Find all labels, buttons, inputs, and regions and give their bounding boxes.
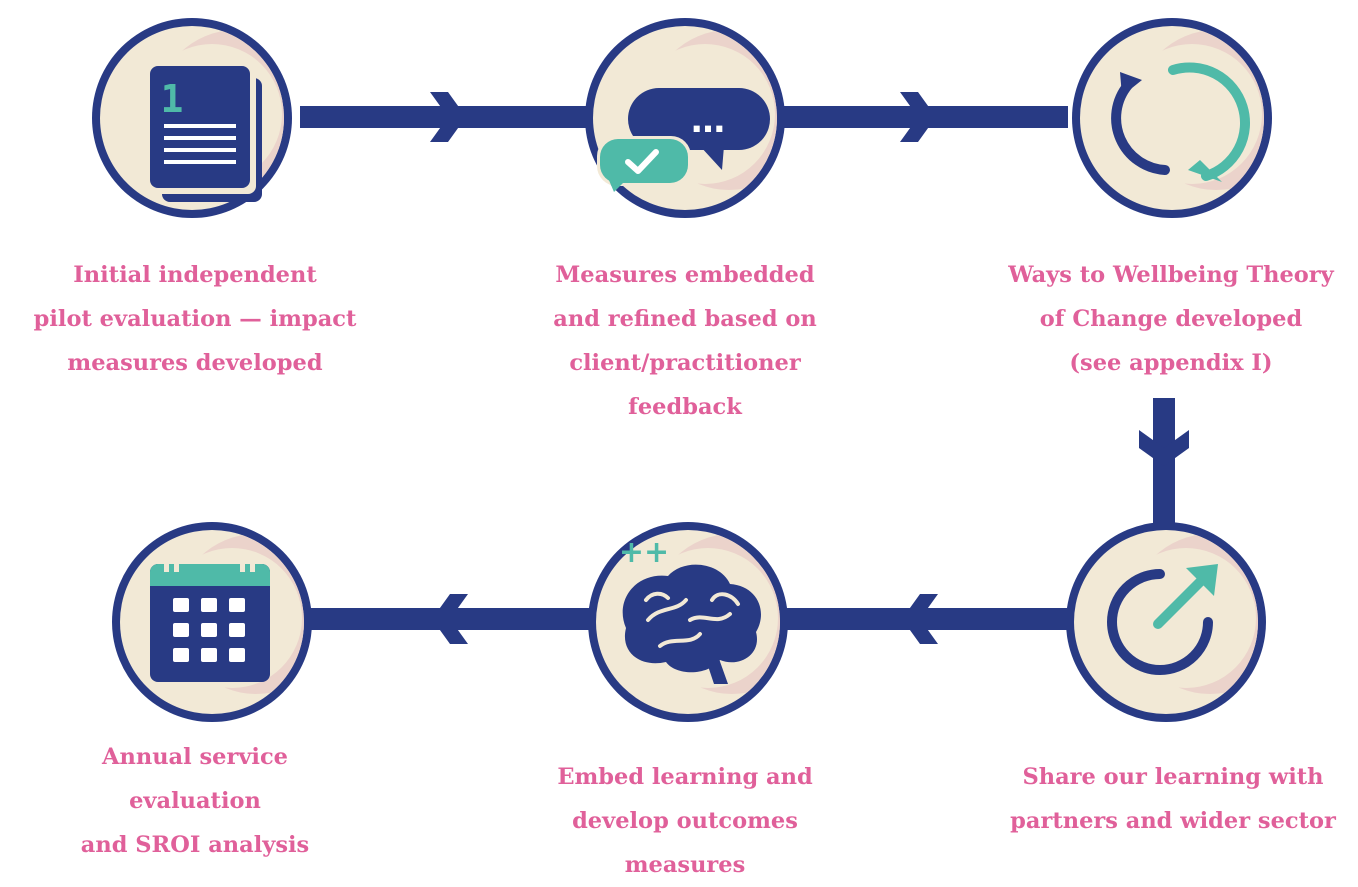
step-6-node	[112, 522, 312, 722]
chat-ellipsis: …	[691, 101, 725, 141]
caption-line: Share our learning with	[1022, 764, 1324, 790]
caption-line: Annual service	[102, 744, 288, 770]
step-1-caption: Initial independent pilot evaluation — i…	[30, 253, 360, 385]
chat-bubbles-icon: …	[597, 88, 770, 192]
caption-line: Embed learning and	[557, 764, 813, 790]
caption-line: Initial independent	[73, 262, 317, 288]
calendar-icon	[150, 552, 270, 682]
step-1-node: 1	[92, 18, 292, 218]
caption-line: and refined based on	[553, 306, 817, 332]
caption-line: measures	[624, 852, 746, 878]
arrow-down-icon	[1139, 430, 1189, 466]
step-4-caption: Share our learning with partners and wid…	[992, 755, 1354, 843]
step-5-node: ++	[588, 522, 788, 722]
document-icon: 1	[150, 66, 262, 202]
arrow-left-icon	[902, 594, 938, 644]
arrow-right-icon	[900, 92, 936, 142]
step-3-node	[1072, 18, 1272, 218]
caption-line: Measures embedded	[555, 262, 815, 288]
caption-line: partners and wider sector	[1010, 808, 1336, 834]
document-number: 1	[161, 77, 184, 121]
cycle-arrows-icon	[1111, 62, 1250, 182]
step-4-node	[1066, 522, 1266, 722]
direction-arrows	[430, 92, 1189, 644]
step-2-node: …	[585, 18, 785, 218]
caption-line: and SROI analysis	[80, 832, 310, 858]
arrow-left-icon	[432, 594, 468, 644]
caption-line: client/practitioner	[569, 350, 801, 376]
brain-icon: ++	[619, 535, 761, 684]
brain-plus-badge: ++	[619, 535, 669, 570]
caption-line: feedback	[628, 394, 742, 420]
connectors	[300, 106, 1175, 630]
caption-line: Ways to Wellbeing Theory	[1008, 262, 1334, 288]
caption-line: develop outcomes	[572, 808, 798, 834]
step-5-caption: Embed learning and develop outcomes meas…	[535, 755, 835, 887]
caption-line: of Change developed	[1039, 306, 1303, 332]
caption-line: (see appendix I)	[1069, 350, 1273, 376]
step-6-caption: Annual service evaluation and SROI analy…	[30, 735, 360, 867]
step-2-caption: Measures embedded and refined based on c…	[535, 253, 835, 429]
caption-line: pilot evaluation — impact	[33, 306, 357, 332]
connector-4-5	[778, 608, 1068, 630]
caption-line: measures developed	[67, 350, 323, 376]
caption-line: evaluation	[129, 788, 261, 814]
step-3-caption: Ways to Wellbeing Theory of Change devel…	[988, 253, 1354, 385]
share-arrow-icon	[1107, 564, 1218, 675]
arrow-right-icon	[430, 92, 466, 142]
